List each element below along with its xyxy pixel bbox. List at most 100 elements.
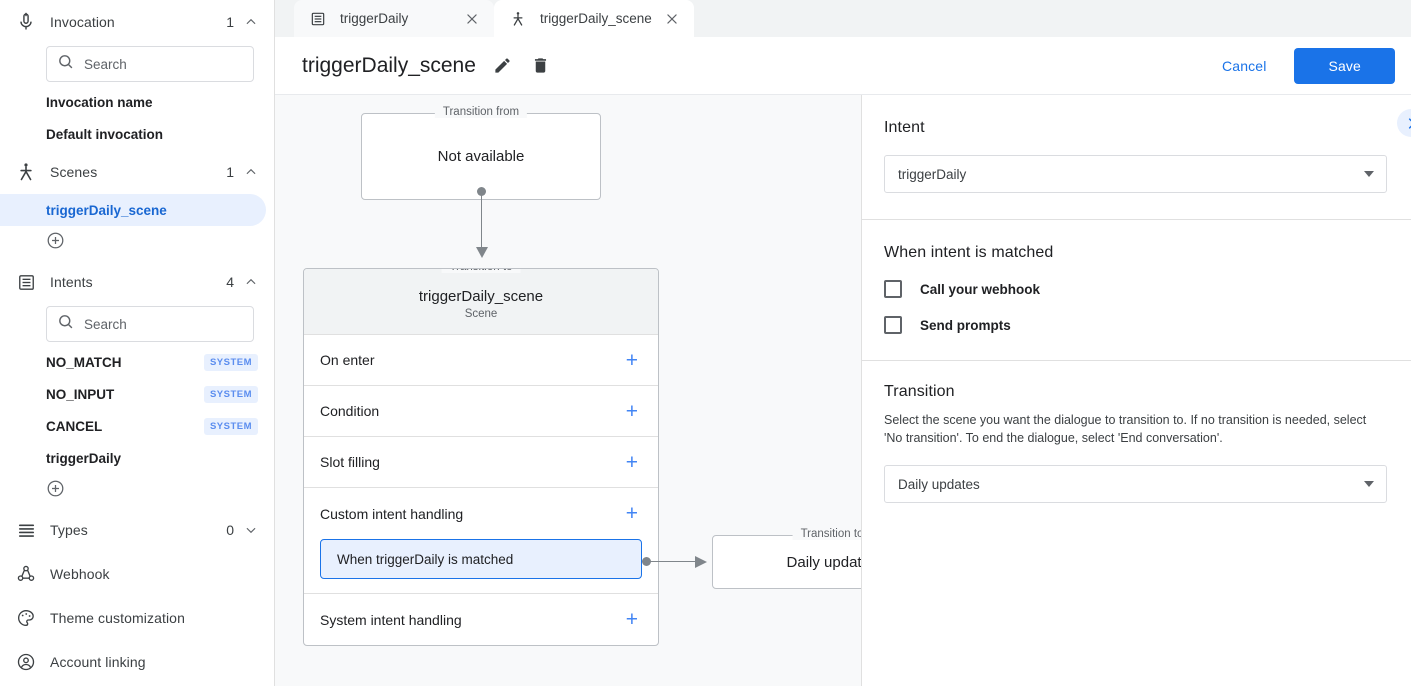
sidebar-item-label: NO_INPUT — [46, 386, 115, 402]
checkbox-box[interactable] — [884, 316, 902, 334]
intent-handler-chip[interactable]: When triggerDaily is matched — [320, 539, 642, 579]
sidebar-item-default-invocation[interactable]: Default invocation — [0, 118, 274, 150]
tab-triggerdaily[interactable]: triggerDaily — [294, 0, 494, 37]
checkbox-call-your-webhook[interactable]: Call your webhook — [884, 280, 1387, 298]
chevron-up-icon — [244, 275, 258, 289]
sidebar-item-label: Theme customization — [50, 610, 185, 626]
sidebar-item-no-input[interactable]: NO_INPUT SYSTEM — [0, 378, 274, 410]
add-scene-button[interactable] — [0, 226, 274, 260]
sidebar-section-count: 1 — [226, 14, 234, 30]
tab-triggerdaily-scene[interactable]: triggerDaily_scene — [494, 0, 694, 37]
close-icon[interactable] — [662, 9, 682, 29]
scenes-icon — [510, 10, 528, 28]
intent-select[interactable]: triggerDaily — [884, 155, 1387, 193]
add-condition-icon[interactable]: + — [625, 399, 638, 423]
plus-circle-icon — [46, 479, 65, 503]
sidebar-item-cancel[interactable]: CANCEL SYSTEM — [0, 410, 274, 442]
intents-search-input[interactable] — [84, 316, 243, 332]
edge-arrowhead-down — [476, 247, 488, 258]
page-header: triggerDaily_scene Cancel Save — [275, 37, 1411, 95]
scene-title: triggerDaily_scene — [418, 288, 544, 305]
sidebar-section-label: Invocation — [50, 14, 115, 30]
chevron-up-icon — [244, 165, 258, 179]
intents-search-wrap — [0, 304, 274, 346]
sidebar-item-webhook[interactable]: Webhook — [0, 552, 274, 596]
scene-row-label: On enter — [320, 352, 375, 368]
panel-heading-transition: Transition — [884, 383, 955, 400]
webhook-icon — [14, 562, 38, 586]
intent-handler-label: When triggerDaily is matched — [337, 551, 514, 567]
sidebar-item-invocation-name[interactable]: Invocation name — [0, 86, 274, 118]
node-transition-from[interactable]: Transition from Not available — [361, 106, 601, 200]
node-transition-to-target[interactable]: Transition to Daily updates — [712, 528, 861, 589]
node-scene[interactable]: Transition to triggerDaily_scene Scene O… — [303, 268, 659, 646]
intents-search-box[interactable] — [46, 306, 254, 342]
sidebar-section-types[interactable]: Types 0 — [0, 508, 274, 552]
sidebar-item-theme-customization[interactable]: Theme customization — [0, 596, 274, 640]
scene-canvas[interactable]: Transition from Not available Transition… — [275, 95, 862, 686]
pencil-icon[interactable] — [488, 51, 518, 81]
scene-row-on-enter[interactable]: On enter + — [304, 335, 658, 386]
panel-section-intent: Intent triggerDaily — [862, 95, 1411, 220]
save-button[interactable]: Save — [1294, 47, 1395, 84]
scene-row-custom-intent-handling[interactable]: Custom intent handling + — [304, 488, 658, 539]
sidebar: Invocation 1 Invocation name Default inv… — [0, 0, 275, 686]
sidebar-item-no-match[interactable]: NO_MATCH SYSTEM — [0, 346, 274, 378]
status-badge: SYSTEM — [203, 385, 258, 403]
checkbox-box[interactable] — [884, 280, 902, 298]
sidebar-section-count: 1 — [226, 164, 234, 180]
search-icon — [57, 313, 74, 335]
node-legend: Transition to — [441, 269, 521, 273]
tab-label: triggerDaily_scene — [540, 11, 652, 26]
microphone-icon — [14, 10, 38, 34]
details-panel: Intent triggerDaily When intent is match… — [862, 95, 1411, 686]
intents-icon — [14, 270, 38, 294]
sidebar-item-label: CANCEL — [46, 418, 103, 434]
panel-section-when-matched: When intent is matched Call your webhook… — [862, 220, 1411, 361]
add-intent-button[interactable] — [0, 474, 274, 508]
sidebar-item-label: triggerDaily_scene — [46, 202, 167, 218]
scene-subtitle: Scene — [464, 308, 498, 320]
sidebar-item-label: Default invocation — [46, 126, 164, 142]
scene-row-slot-filling[interactable]: Slot filling + — [304, 437, 658, 488]
edge-horizontal-line — [647, 561, 697, 562]
palette-icon — [14, 606, 38, 630]
add-on-enter-icon[interactable]: + — [625, 348, 638, 372]
sidebar-item-account-linking[interactable]: Account linking — [0, 640, 274, 684]
scene-header: triggerDaily_scene Scene — [304, 269, 658, 335]
sidebar-section-label: Types — [50, 522, 88, 538]
scene-row-label: Custom intent handling — [320, 505, 464, 522]
panel-heading-when-matched: When intent is matched — [884, 244, 1054, 261]
sidebar-item-triggerdaily-scene[interactable]: triggerDaily_scene — [0, 194, 266, 226]
close-icon[interactable] — [462, 9, 482, 29]
sidebar-section-label: Intents — [50, 274, 93, 290]
chevron-down-icon — [244, 523, 258, 537]
cancel-button[interactable]: Cancel — [1222, 57, 1267, 74]
sidebar-section-intents[interactable]: Intents 4 — [0, 260, 274, 304]
invocation-search-input[interactable] — [84, 56, 243, 72]
body-area: Transition from Not available Transition… — [275, 95, 1411, 686]
panel-heading-intent: Intent — [884, 119, 925, 136]
panel-transition-description: Select the scene you want the dialogue t… — [884, 413, 1367, 446]
sidebar-item-triggerdaily[interactable]: triggerDaily — [0, 442, 274, 474]
scene-row-label: System intent handling — [320, 611, 462, 628]
sidebar-section-scenes[interactable]: Scenes 1 — [0, 150, 274, 194]
scene-row-system-intent-handling[interactable]: System intent handling + — [304, 594, 658, 645]
search-icon — [57, 53, 74, 75]
add-slot-filling-icon[interactable]: + — [625, 450, 638, 474]
status-badge: SYSTEM — [203, 353, 258, 371]
sidebar-section-invocation[interactable]: Invocation 1 — [0, 0, 274, 44]
invocation-search-box[interactable] — [46, 46, 254, 82]
intent-select-value: triggerDaily — [898, 166, 967, 182]
node-legend: Transition to — [792, 528, 861, 540]
scene-row-condition[interactable]: Condition + — [304, 386, 658, 437]
trash-icon[interactable] — [526, 51, 556, 81]
transition-select[interactable]: Daily updates — [884, 465, 1387, 504]
add-custom-intent-handling-icon[interactable]: + — [625, 502, 638, 525]
sidebar-section-label: Scenes — [50, 164, 98, 180]
content-area: triggerDaily triggerDaily_scene — [275, 0, 1411, 686]
add-system-intent-handling-icon[interactable]: + — [625, 608, 638, 631]
chevron-up-icon — [244, 15, 258, 29]
checkbox-send-prompts[interactable]: Send prompts — [884, 316, 1387, 334]
